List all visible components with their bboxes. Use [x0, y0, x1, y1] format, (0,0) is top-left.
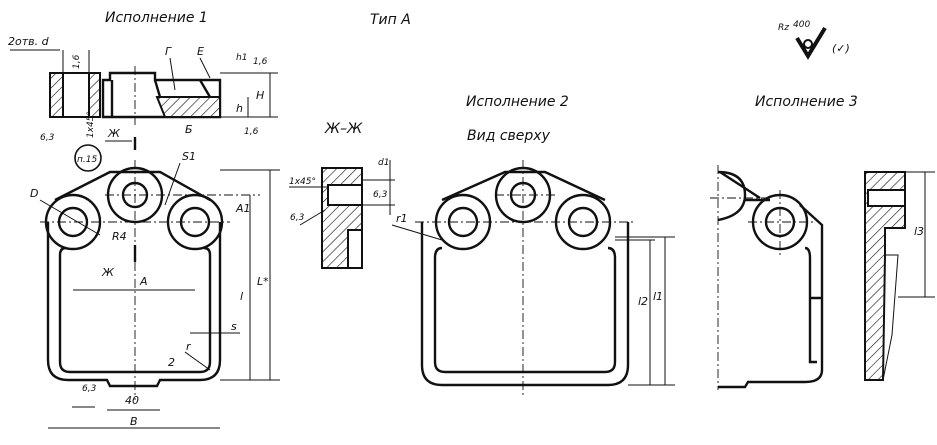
rough-hole-dim: 1,6 [72, 54, 82, 69]
label-s1: S1 [182, 150, 196, 163]
rz-label: Rz [778, 23, 789, 33]
label-two: 2 [168, 356, 175, 369]
label-e: Е [197, 45, 204, 58]
variant1-top-section: 2отв. d 1,6 Г Е h1 1,6 H h Б 1,6 6,3 1x4… [8, 35, 278, 172]
title-top-view: Вид сверху [467, 128, 551, 144]
title-variant-3: Исполнение 3 [755, 94, 858, 110]
label-zh-top: Ж [107, 127, 121, 140]
roughness-symbol: Rz 400 (✓) [778, 20, 850, 60]
label-d1: d1 [378, 158, 389, 168]
label-s: s [231, 320, 237, 333]
label-l3: l3 [914, 225, 924, 238]
variant3-view: l3 [710, 165, 935, 390]
title-section: Ж–Ж [324, 121, 363, 137]
title-type: Тип А [370, 12, 411, 28]
roughness-check-icon [795, 26, 827, 60]
label-R4: R4 [112, 230, 127, 243]
label-D: D [30, 187, 38, 200]
rough-63-bottom: 6,3 [82, 384, 97, 394]
label-A: A [139, 275, 148, 288]
section-zh-zh: d1 1x45° 6,3 6,3 [289, 158, 395, 269]
label-r: r [186, 340, 192, 353]
rz-value: 400 [793, 20, 810, 30]
title-variant-2: Исполнение 2 [466, 94, 569, 110]
label-g: Г [165, 45, 172, 58]
label-l: l [240, 290, 243, 303]
roughness-general-mark: (✓) [832, 42, 850, 55]
label-H: H [256, 89, 264, 102]
label-L: L* [257, 275, 269, 288]
section-chamfer: 1x45° [289, 177, 316, 187]
chamfer-label: 1x45° [86, 111, 96, 138]
note-label: п.15 [77, 155, 97, 165]
rough-bottom: 1,6 [244, 127, 259, 137]
section-rough-a: 6,3 [373, 190, 388, 200]
title-variant-1: Исполнение 1 [105, 10, 208, 26]
holes-label: 2отв. d [8, 35, 50, 48]
label-A1: A1 [235, 202, 251, 215]
variant1-front-view: D R4 S1 A1 Ж A L* l s r 2 6,3 40 B [30, 150, 280, 429]
label-B: B [130, 415, 138, 428]
variant2-top-view: r1 l2 l1 [391, 160, 675, 395]
label-l1: l1 [653, 290, 663, 303]
label-b: Б [185, 123, 193, 136]
label-zh-bottom: Ж [101, 266, 115, 279]
label-h1: h1 [236, 53, 247, 63]
label-forty: 40 [125, 394, 139, 407]
rough-top: 1,6 [253, 57, 268, 67]
label-l2: l2 [638, 295, 648, 308]
note-circle [74, 144, 102, 172]
label-r1: r1 [396, 212, 408, 225]
label-h: h [236, 102, 243, 115]
rough-63: 6,3 [40, 133, 55, 143]
section-rough-b: 6,3 [290, 213, 305, 223]
